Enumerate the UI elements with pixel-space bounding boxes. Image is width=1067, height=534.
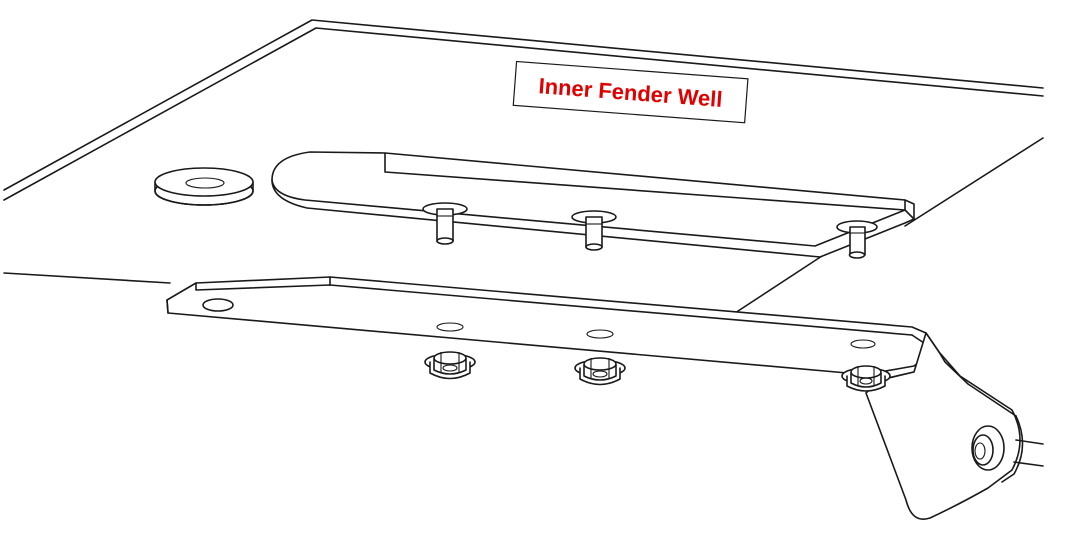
flat-washer xyxy=(154,167,254,206)
drop-bracket-arm xyxy=(865,332,1044,520)
inner-fender-well-panel xyxy=(3,19,1044,314)
stud-backing-plate xyxy=(271,151,915,258)
pivot-bolt-head xyxy=(971,425,1005,471)
stud-1 xyxy=(422,202,468,245)
callout-inner-fender-well: Inner Fender Well xyxy=(512,60,749,124)
flange-nut-2 xyxy=(574,357,626,386)
stud-2 xyxy=(571,210,617,251)
mounting-bracket xyxy=(166,276,940,381)
flange-nut-3 xyxy=(841,365,891,392)
flange-nut-1 xyxy=(424,351,476,380)
stud-3 xyxy=(836,220,878,259)
